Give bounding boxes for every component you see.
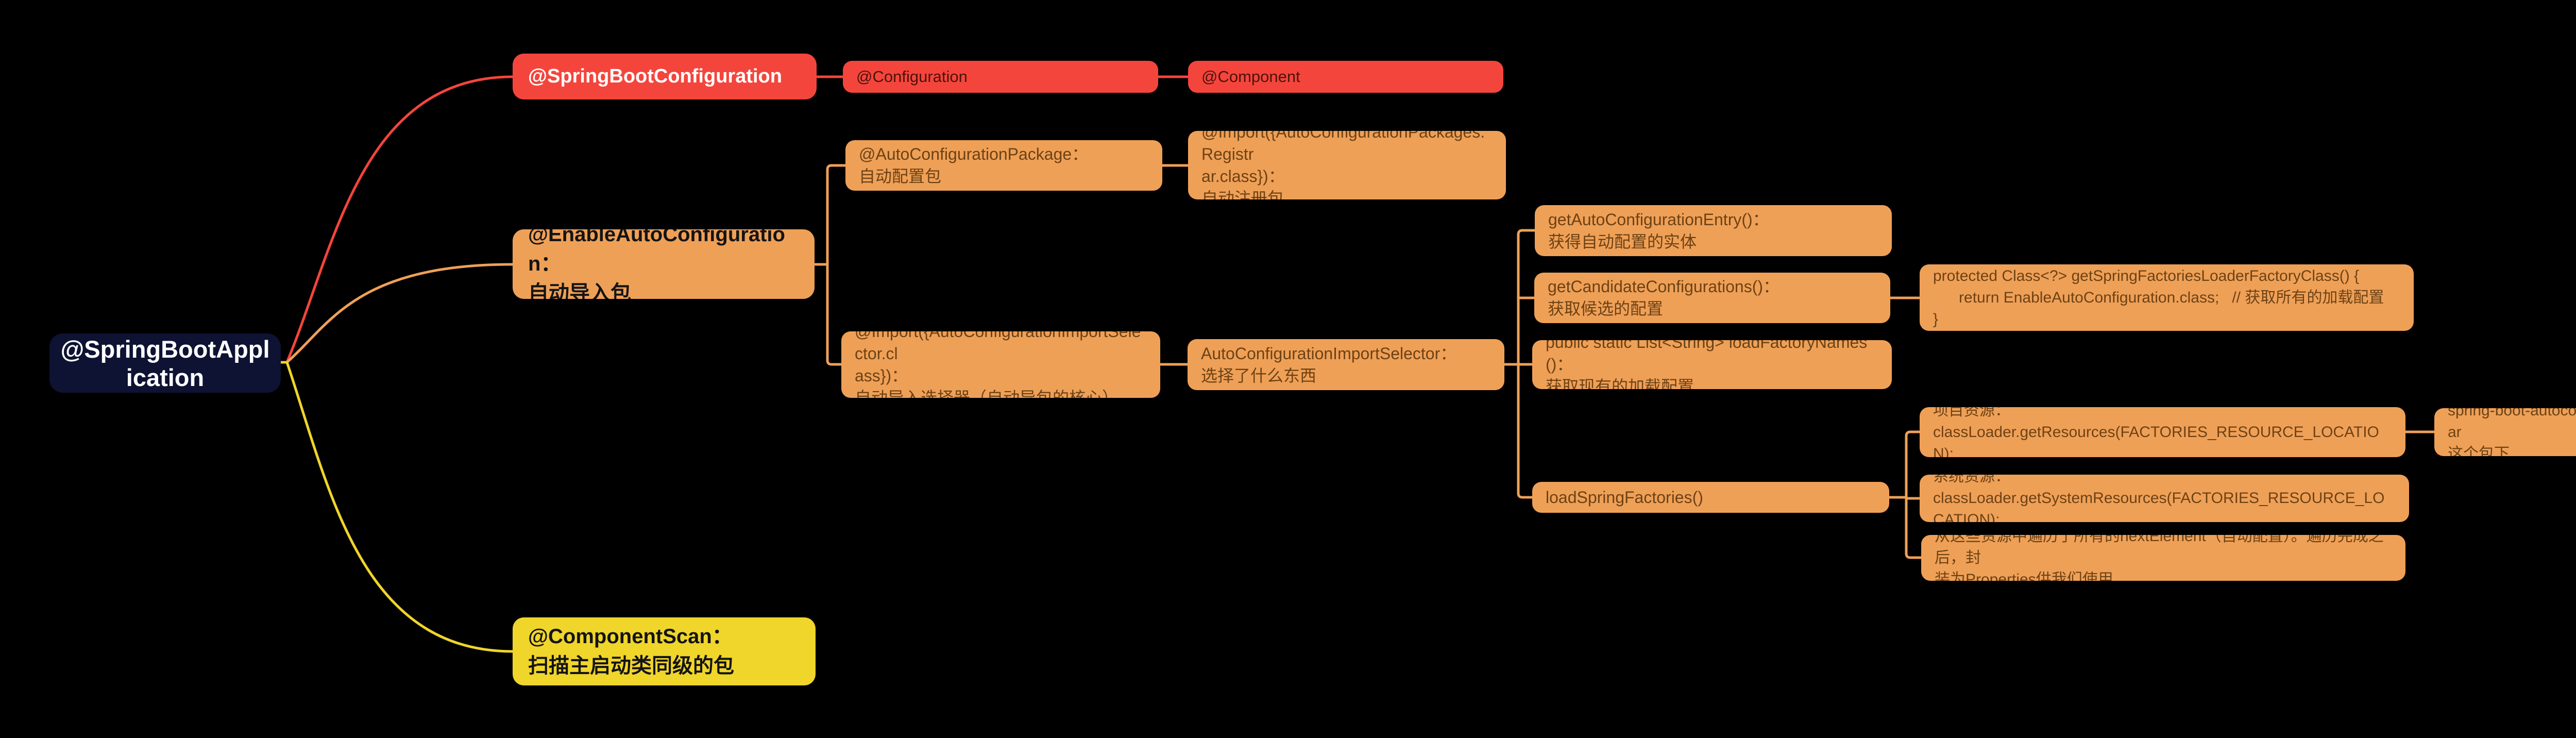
- node-system-resources[interactable]: 系统资源： classLoader.getSystemResources(FAC…: [1920, 475, 2409, 522]
- node-component[interactable]: @Component: [1188, 61, 1503, 93]
- node-project-resources[interactable]: 项目资源： classLoader.getResources(FACTORIES…: [1920, 407, 2405, 457]
- node-configuration[interactable]: @Configuration: [843, 61, 1158, 93]
- node-import-registrar[interactable]: @Import({AutoConfigurationPackages.Regis…: [1188, 131, 1506, 199]
- node-loadfactorynames[interactable]: public static List<String> loadFactoryNa…: [1532, 340, 1892, 389]
- node-traverse-nextelement[interactable]: 从这些资源中遍历了所有的nextElement（自动配置）。遍历完成之后，封 装…: [1921, 535, 2405, 581]
- node-springbootapplication[interactable]: @SpringBootApplication: [49, 333, 281, 393]
- node-getspringfactoriesloaderfactoryclass[interactable]: protected Class<?> getSpringFactoriesLoa…: [1920, 264, 2414, 331]
- node-import-selector[interactable]: @Import({AutoConfigurationImportSelector…: [841, 331, 1160, 398]
- node-componentscan[interactable]: @ComponentScan： 扫描主启动类同级的包: [513, 617, 816, 685]
- node-getcandidateconfigurations[interactable]: getCandidateConfigurations()： 获取候选的配置: [1534, 273, 1890, 323]
- node-loadspringfactories[interactable]: loadSpringFactories(): [1532, 482, 1889, 513]
- node-autoconfigure-jar[interactable]: spring-boot-autoconfigure-2.7.14.jar 这个包…: [2434, 408, 2576, 456]
- connectors: [279, 75, 2436, 653]
- node-enableautoconfiguration[interactable]: @EnableAutoConfiguration： 自动导入包: [513, 229, 815, 299]
- node-springbootconfiguration[interactable]: @SpringBootConfiguration: [513, 54, 817, 99]
- node-autoconfigurationimportselector[interactable]: AutoConfigurationImportSelector： 选择了什么东西: [1188, 339, 1504, 390]
- node-autoconfigurationpackage[interactable]: @AutoConfigurationPackage： 自动配置包: [845, 140, 1162, 191]
- node-getautoconfigurationentry[interactable]: getAutoConfigurationEntry()： 获得自动配置的实体: [1535, 205, 1892, 256]
